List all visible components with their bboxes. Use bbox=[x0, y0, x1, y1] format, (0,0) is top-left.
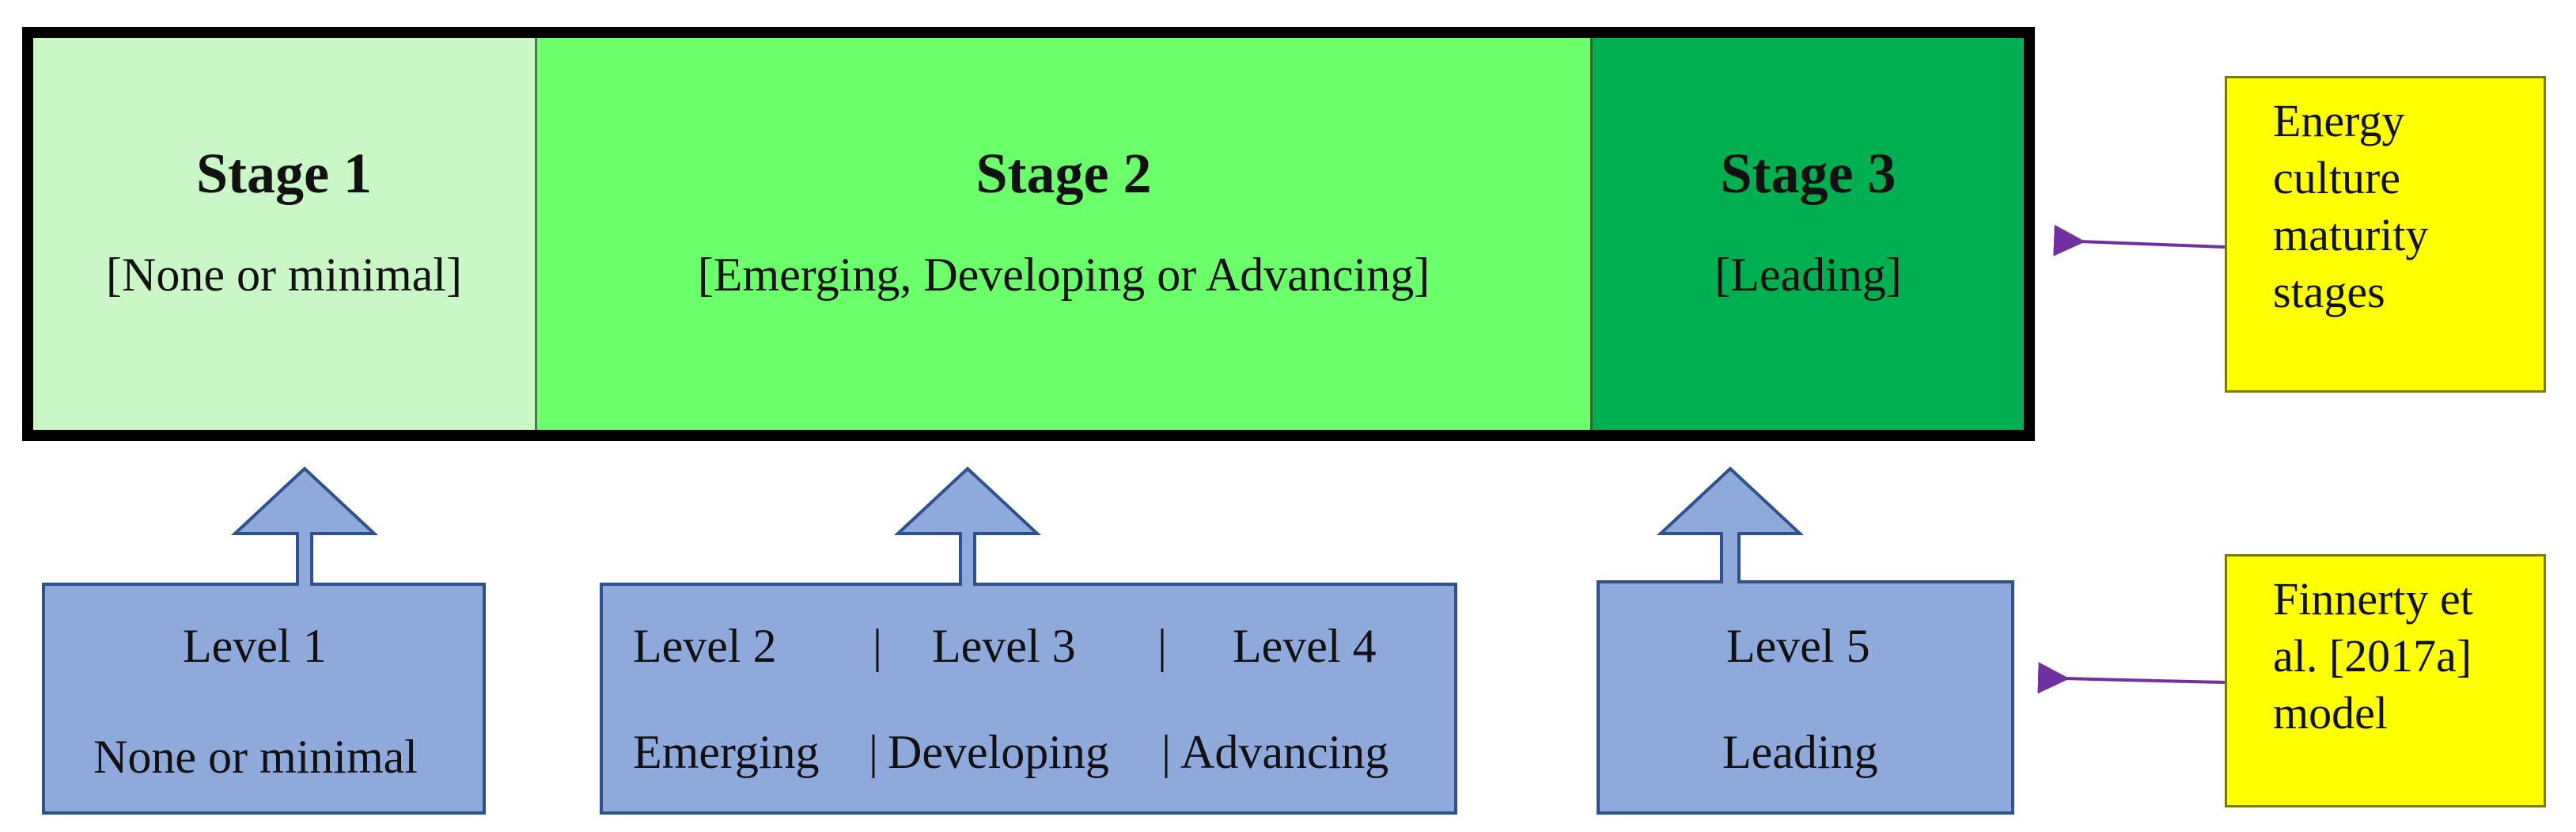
level-1-description: None or minimal bbox=[93, 731, 418, 783]
stage-2-title: Stage 2 bbox=[975, 142, 1152, 205]
model-label-line: al. [2017a] bbox=[2273, 630, 2472, 682]
level-separator: | bbox=[869, 726, 879, 778]
level-5-title: Level 5 bbox=[1726, 620, 1870, 672]
level-separator: | bbox=[1161, 726, 1172, 778]
maturity-stages-bar: Stage 1 [None or minimal] Stage 2 [Emerg… bbox=[22, 27, 2035, 441]
level-2-title: Level 2 bbox=[633, 620, 777, 672]
level-1-arrow-box bbox=[42, 466, 486, 815]
level-separator: | bbox=[1157, 620, 1168, 672]
model-connector-arrow bbox=[2037, 662, 2226, 694]
level-3-title: Level 3 bbox=[932, 620, 1076, 672]
stage-2-cell: Stage 2 [Emerging, Developing or Advanci… bbox=[537, 38, 1593, 430]
stages-label-box: Energy culture maturity stages bbox=[2225, 76, 2546, 393]
model-label-line: Finnerty et bbox=[2273, 573, 2473, 625]
stage-1-cell: Stage 1 [None or minimal] bbox=[33, 38, 537, 430]
stage-3-title: Stage 3 bbox=[1720, 142, 1896, 205]
level-5-description: Leading bbox=[1722, 726, 1878, 778]
level-5-arrow-box bbox=[1597, 466, 2014, 815]
model-label-box: Finnerty et al. [2017a] model bbox=[2225, 554, 2546, 807]
stages-connector-arrow bbox=[2053, 224, 2226, 256]
stage-1-title: Stage 1 bbox=[196, 142, 372, 205]
stage-3-cell: Stage 3 [Leading] bbox=[1593, 38, 2024, 430]
level-1-title: Level 1 bbox=[183, 620, 327, 672]
stage-3-description: [Leading] bbox=[1714, 249, 1902, 301]
level-4-title: Level 4 bbox=[1233, 620, 1377, 672]
stages-label-line: Energy bbox=[2273, 95, 2405, 146]
level-3-description: Developing bbox=[888, 726, 1109, 778]
level-2-4-arrow-box bbox=[600, 466, 1457, 815]
level-4-description: Advancing bbox=[1180, 726, 1389, 778]
stages-label-line: stages bbox=[2273, 266, 2385, 317]
model-label-line: model bbox=[2273, 687, 2388, 739]
level-separator: | bbox=[873, 620, 883, 672]
stage-2-description: [Emerging, Developing or Advancing] bbox=[697, 249, 1430, 301]
level-2-description: Emerging bbox=[633, 726, 820, 778]
stage-1-description: [None or minimal] bbox=[106, 249, 462, 301]
stages-label-line: culture bbox=[2273, 152, 2401, 203]
stages-label-line: maturity bbox=[2273, 209, 2429, 260]
